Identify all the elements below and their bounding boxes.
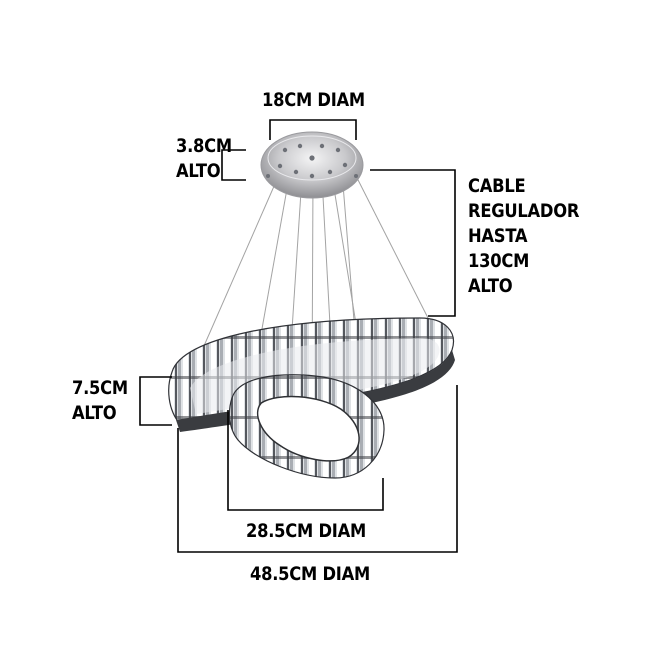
dimension-lines [139, 119, 458, 553]
ring-height-label: 7.5CM ALTO [72, 377, 128, 424]
canopy-height-label: 3.8CM ALTO [176, 135, 232, 182]
cable-length-bracket [370, 169, 456, 317]
canopy-height-bracket [221, 149, 246, 181]
ring-height-bracket [139, 376, 172, 426]
small-ring-diameter-bracket [227, 410, 384, 511]
canopy-diameter-bracket [269, 119, 357, 140]
suspension-cables [199, 167, 429, 396]
cable-length-label: CABLE REGULADOR HASTA 130CM ALTO [468, 175, 580, 297]
large-ring-diameter-label: 48.5CM DIAM [250, 563, 370, 585]
small-ring-diameter-label: 28.5CM DIAM [246, 520, 366, 542]
small-crystal-ring [228, 374, 385, 479]
ceiling-canopy [260, 131, 364, 199]
large-ring-diameter-bracket [177, 385, 458, 553]
canopy-diameter-label: 18CM DIAM [262, 89, 365, 111]
